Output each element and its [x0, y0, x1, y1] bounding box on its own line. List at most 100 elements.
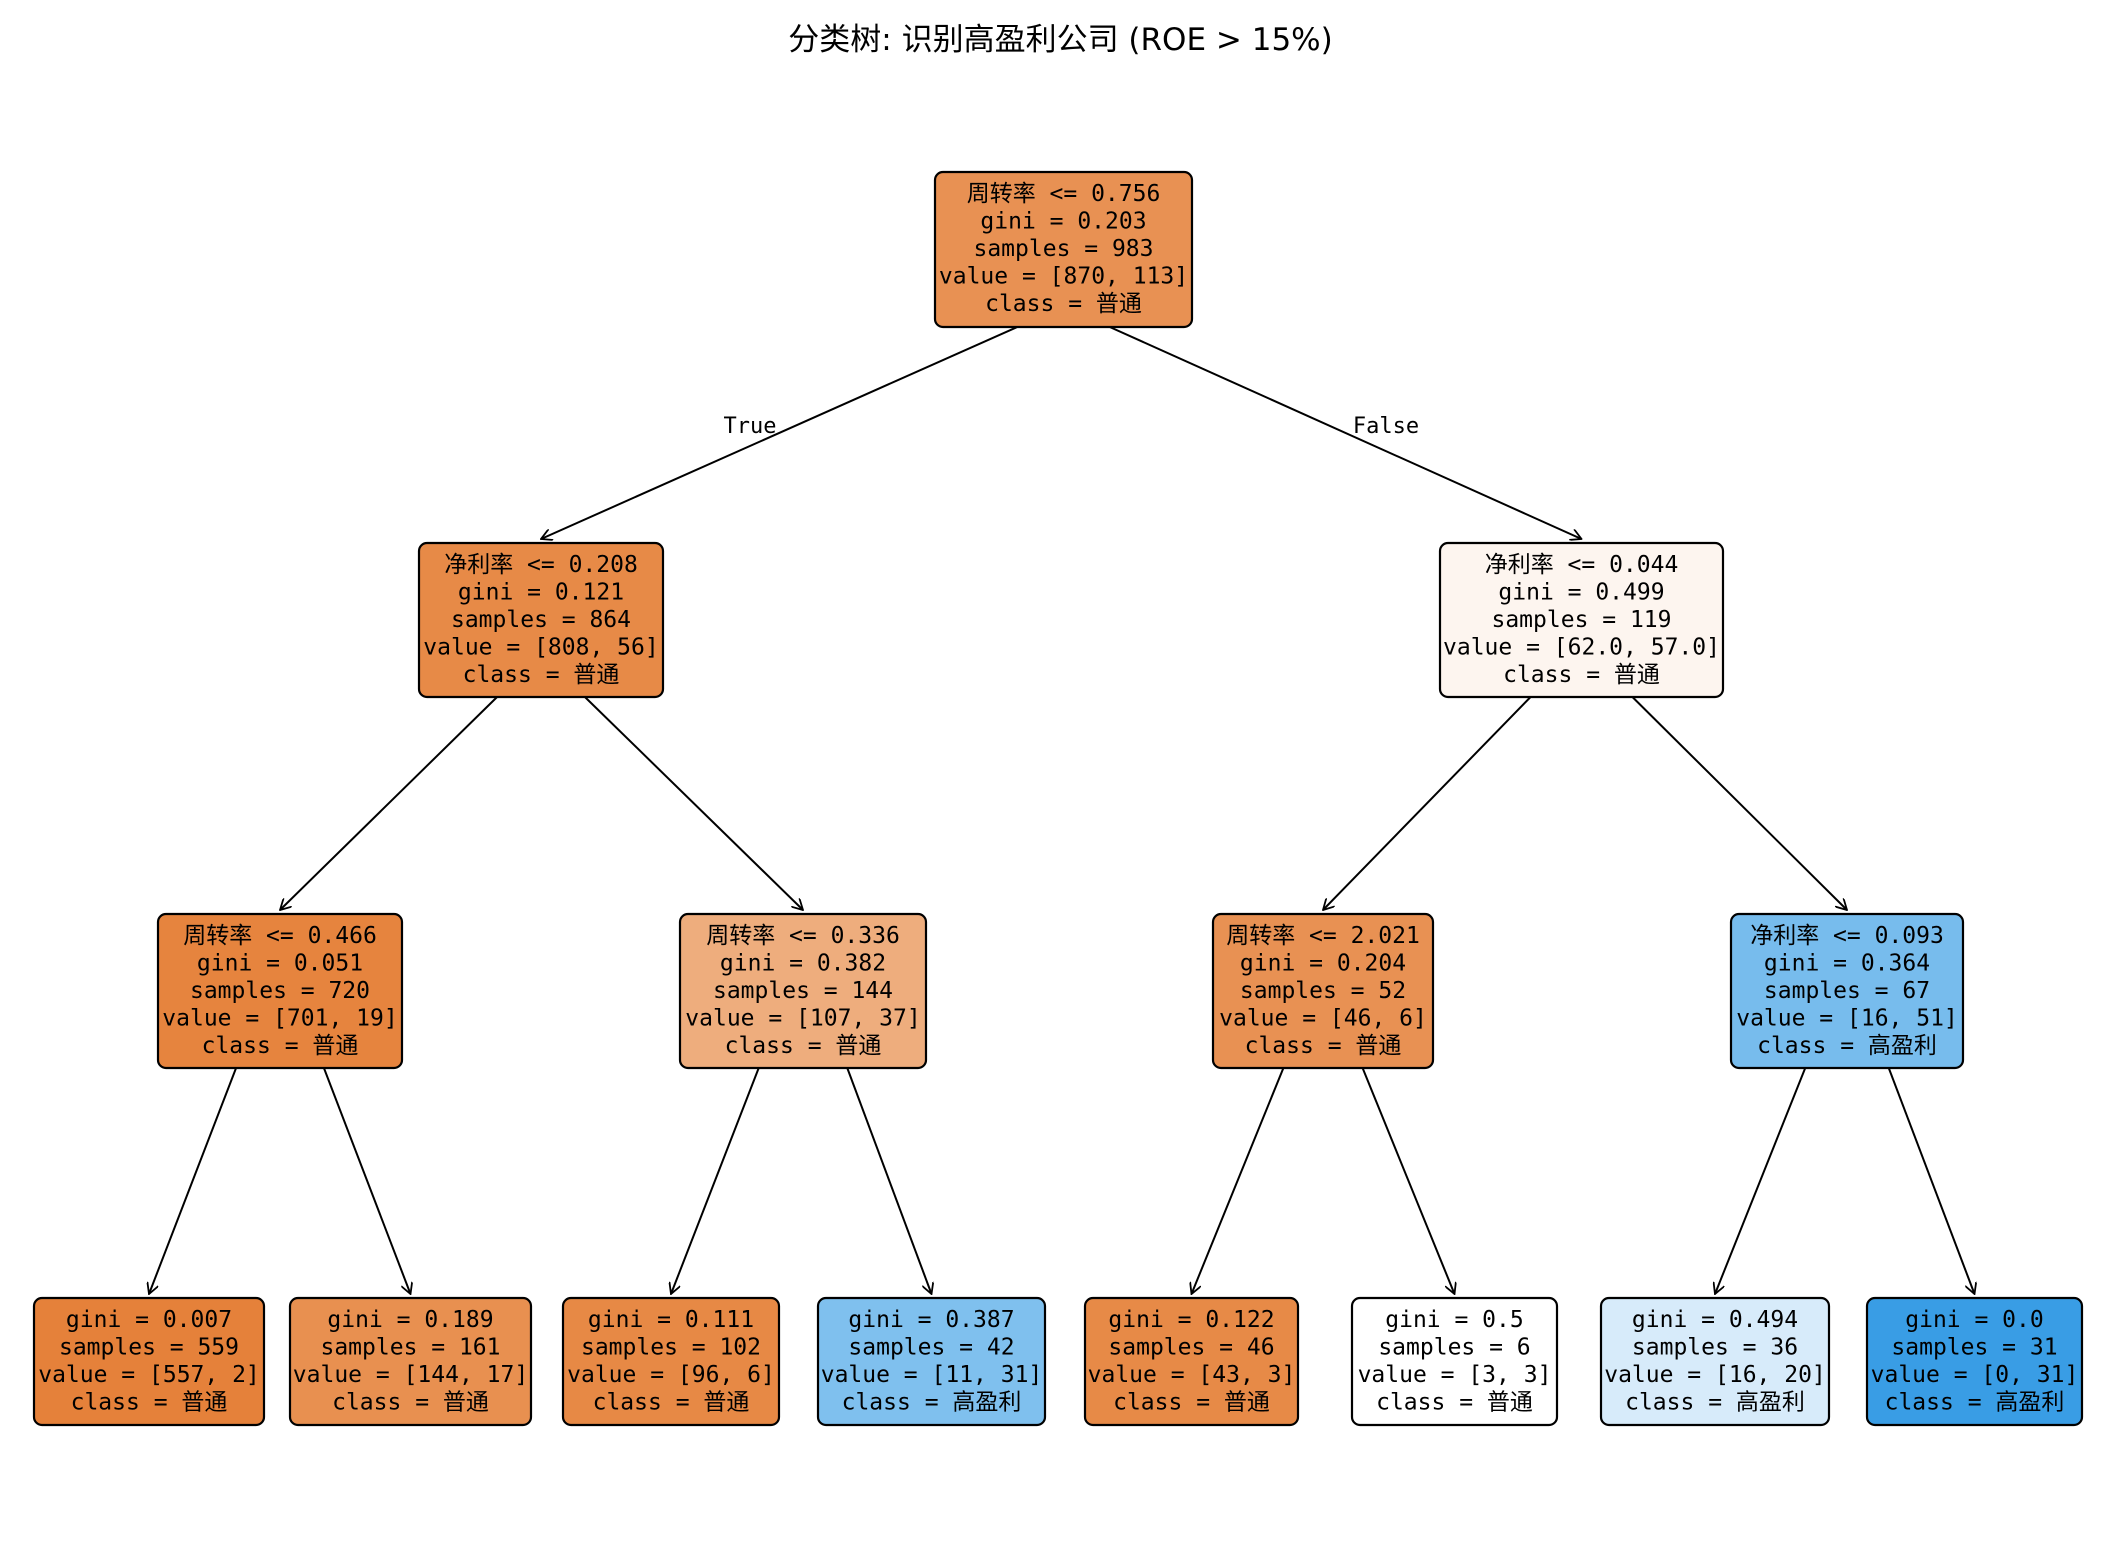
node-gini-text: gini = 0.499	[1498, 580, 1664, 606]
node-value-text: value = [16, 51]	[1736, 1006, 1958, 1032]
node-value-text: value = [3, 3]	[1358, 1362, 1552, 1388]
edges-layer	[149, 326, 1975, 1294]
node-gini-text: gini = 0.051	[197, 951, 363, 977]
node-gini-text: gini = 0.0	[1905, 1307, 2043, 1333]
node-samples-text: samples = 119	[1491, 607, 1671, 633]
edge-12-to-13	[1715, 1067, 1807, 1294]
edge-5-to-7	[846, 1067, 931, 1294]
node-class-text: class = 普通	[1245, 1033, 1402, 1059]
node-box	[678, 912, 928, 1070]
node-class-text: class = 普通	[1113, 1390, 1270, 1416]
node-value-text: value = [808, 56]	[423, 635, 658, 661]
node-gini-text: gini = 0.111	[588, 1307, 754, 1333]
node-value-text: value = [11, 31]	[821, 1362, 1043, 1388]
node-box	[1438, 541, 1725, 699]
node-class-text: class = 高盈利	[842, 1390, 1022, 1416]
node-gini-text: gini = 0.203	[980, 209, 1146, 235]
node-samples-text: samples = 36	[1632, 1335, 1798, 1361]
node-class-text: class = 普通	[593, 1390, 750, 1416]
node-samples-text: samples = 559	[59, 1335, 239, 1361]
node-samples-text: samples = 983	[973, 236, 1153, 262]
node-samples-text: samples = 102	[581, 1335, 761, 1361]
node-class-text: class = 普通	[1376, 1390, 1533, 1416]
edge-5-to-6	[671, 1067, 760, 1294]
edge-1-to-2	[280, 696, 498, 910]
node-samples-text: samples = 42	[848, 1335, 1014, 1361]
node-split-text: 周转率 <= 0.466	[183, 923, 377, 949]
node-gini-text: gini = 0.382	[720, 951, 886, 977]
node-value-text: value = [144, 17]	[293, 1362, 528, 1388]
node-value-text: value = [557, 2]	[38, 1362, 260, 1388]
node-split-text: 周转率 <= 0.336	[706, 923, 900, 949]
node-value-text: value = [43, 3]	[1088, 1362, 1296, 1388]
edge-0-to-1	[541, 326, 1018, 539]
diagram-title: 分类树: 识别高盈利公司 (ROE > 15%)	[788, 22, 1333, 58]
node-gini-text: gini = 0.189	[327, 1307, 493, 1333]
node-class-text: class = 普通	[463, 662, 620, 688]
node-class-text: class = 普通	[71, 1390, 228, 1416]
node-box	[933, 170, 1194, 329]
node-samples-text: samples = 46	[1108, 1335, 1274, 1361]
node-split-text: 净利率 <= 0.093	[1750, 923, 1944, 949]
node-samples-text: samples = 31	[1891, 1335, 2057, 1361]
node-class-text: class = 普通	[985, 291, 1142, 317]
edge-label-false: False	[1353, 414, 1419, 439]
node-value-text: value = [96, 6]	[567, 1362, 775, 1388]
node-gini-text: gini = 0.387	[848, 1307, 1014, 1333]
node-class-text: class = 普通	[725, 1033, 882, 1059]
edge-9-to-10	[1192, 1067, 1285, 1294]
node-split-text: 周转率 <= 2.021	[1226, 923, 1420, 949]
node-samples-text: samples = 52	[1240, 978, 1406, 1004]
node-class-text: class = 普通	[1503, 662, 1660, 688]
node-gini-text: gini = 0.494	[1632, 1307, 1798, 1333]
node-class-text: class = 普通	[202, 1033, 359, 1059]
edge-9-to-11	[1361, 1067, 1455, 1294]
node-box	[32, 1296, 266, 1427]
node-value-text: value = [16, 20]	[1604, 1362, 1826, 1388]
node-box	[816, 1296, 1047, 1427]
edge-1-to-5	[584, 696, 803, 910]
node-gini-text: gini = 0.364	[1764, 951, 1930, 977]
node-box	[561, 1296, 781, 1427]
node-box	[1599, 1296, 1831, 1427]
node-class-text: class = 高盈利	[1625, 1390, 1805, 1416]
node-value-text: value = [46, 6]	[1219, 1006, 1427, 1032]
node-samples-text: samples = 144	[713, 978, 893, 1004]
edge-2-to-3	[149, 1067, 238, 1294]
node-gini-text: gini = 0.204	[1240, 951, 1406, 977]
edge-0-to-8	[1109, 326, 1582, 539]
edge-2-to-4	[322, 1067, 411, 1294]
node-value-text: value = [701, 19]	[162, 1006, 397, 1032]
node-box	[1211, 912, 1435, 1070]
edge-label-true: True	[724, 414, 777, 439]
node-class-text: class = 普通	[332, 1390, 489, 1416]
node-class-text: class = 高盈利	[1885, 1390, 2065, 1416]
node-value-text: value = [107, 37]	[685, 1006, 920, 1032]
node-gini-text: gini = 0.5	[1385, 1307, 1523, 1333]
node-samples-text: samples = 67	[1764, 978, 1930, 1004]
node-gini-text: gini = 0.007	[66, 1307, 232, 1333]
edge-8-to-12	[1631, 696, 1847, 910]
node-samples-text: samples = 720	[190, 978, 370, 1004]
node-gini-text: gini = 0.122	[1108, 1307, 1274, 1333]
node-box	[156, 912, 404, 1070]
node-box	[1350, 1296, 1559, 1427]
node-box	[1865, 1296, 2084, 1427]
node-split-text: 净利率 <= 0.208	[444, 552, 638, 578]
node-value-text: value = [0, 31]	[1871, 1362, 2079, 1388]
node-samples-text: samples = 864	[451, 607, 631, 633]
